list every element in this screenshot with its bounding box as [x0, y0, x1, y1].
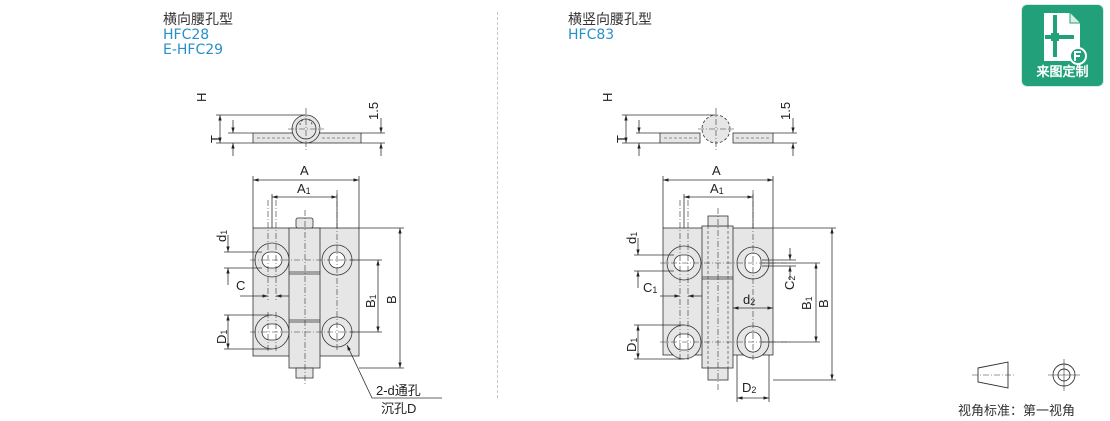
dim-A1-right: A1 — [710, 181, 724, 196]
left-front-view — [250, 190, 360, 385]
dim-T-right: T — [614, 135, 629, 143]
dim-H: H — [194, 93, 209, 102]
dim-B-right: B — [816, 299, 831, 308]
right-variant-code: HFC83 — [568, 27, 615, 43]
left-variant-code: HFC28 — [163, 27, 210, 43]
left-variant-code: E-HFC29 — [163, 42, 224, 58]
dim-D1: D1 — [214, 330, 229, 344]
dim-D1-right: D1 — [624, 338, 639, 352]
dim-gap-right: 1.5 — [778, 102, 793, 120]
left-variant-title: 横向腰孔型 — [163, 12, 233, 28]
custom-drawing-label: 来图定制 — [1036, 65, 1089, 80]
custom-drawing-badge[interactable]: 来图定制 — [1022, 5, 1103, 86]
left-side-view — [216, 108, 385, 156]
dim-d1: d1 — [214, 230, 229, 242]
first-angle-projection-icon — [972, 359, 1080, 391]
dim-d1-right: d1 — [624, 232, 639, 244]
dim-C: C — [236, 278, 245, 293]
dim-C2-right: C2 — [782, 276, 797, 290]
dim-H-right: H — [600, 93, 615, 102]
dim-B1: B1 — [363, 294, 378, 308]
callout-counterbore: 沉孔D — [381, 401, 416, 416]
custom-drawing-icon — [1044, 13, 1087, 65]
dim-B1-right: B1 — [799, 296, 814, 310]
dim-gap: 1.5 — [366, 102, 381, 120]
left-variant-title-block: 横向腰孔型 HFC28 E-HFC29 — [163, 13, 233, 58]
right-variant-title-block: 横竖向腰孔型 HFC83 — [568, 13, 652, 43]
dim-D2-right: D2 — [742, 380, 756, 395]
dim-A-right: A — [712, 163, 721, 178]
right-side-view — [622, 108, 797, 156]
dim-A1: A1 — [297, 181, 311, 196]
dim-C1-right: C1 — [643, 280, 657, 295]
dim-d2-right: d2 — [743, 292, 755, 307]
dim-T: T — [208, 135, 223, 143]
dim-B: B — [384, 295, 399, 304]
right-front-view — [660, 190, 790, 392]
left-hinge-drawing: H T 1.5 A A1 B B1 C d1 D1 2-d通孔 沉孔D — [194, 93, 442, 416]
callout-through-hole: 2-d通孔 — [376, 383, 421, 398]
projection-standard-label: 视角标准：第一视角 — [958, 404, 1076, 419]
right-variant-title: 横竖向腰孔型 — [568, 12, 652, 28]
section-divider — [497, 12, 498, 398]
dim-A: A — [300, 163, 309, 178]
